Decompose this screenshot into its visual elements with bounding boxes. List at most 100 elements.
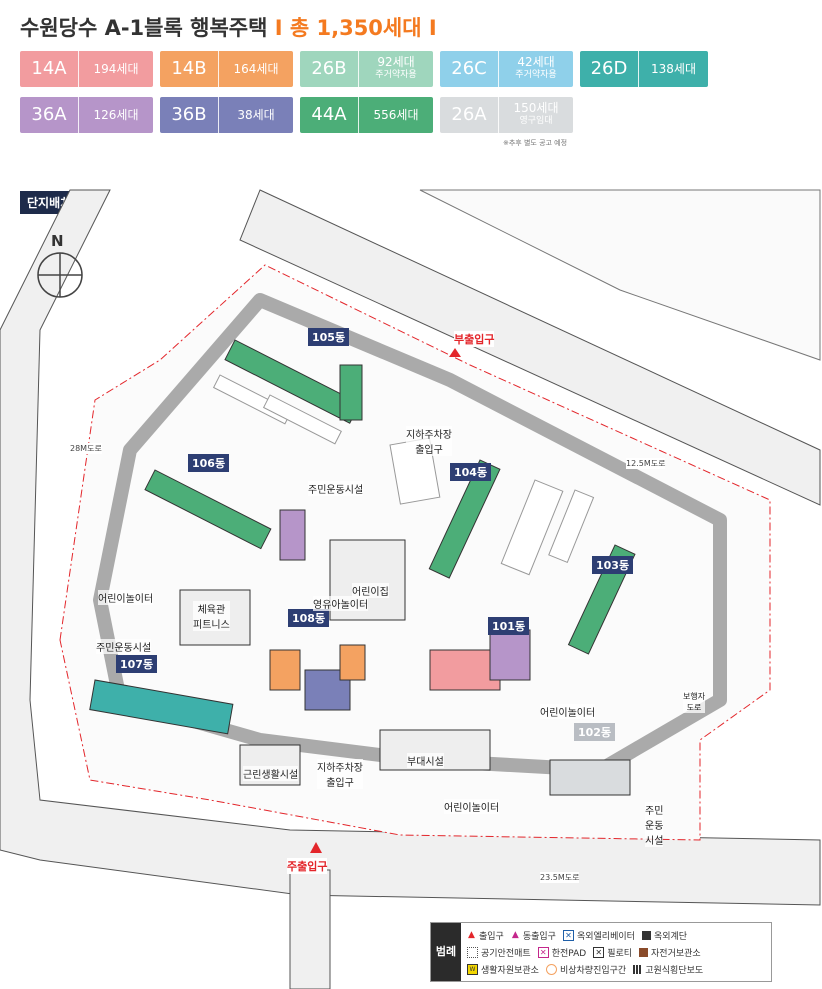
kids-play-label-1: 어린이놀이터	[98, 590, 154, 605]
main-entrance-label: 주출입구	[287, 858, 328, 874]
building-101-label: 101동	[488, 617, 530, 635]
unit-chip-26d: 26D 138세대	[580, 51, 708, 87]
legend-item-entrance: ▲ 출입구	[467, 929, 504, 943]
building-108-label: 108동	[288, 609, 330, 627]
kepco-pad-icon: ✕	[537, 947, 549, 958]
fitness-label: 체육관 피트니스	[193, 601, 230, 631]
title-separator-end: I	[428, 16, 437, 40]
legend-label: 출입구	[479, 932, 504, 942]
unit-type: 26B	[300, 51, 359, 87]
title-main: 수원당수 A-1블록 행복주택	[20, 16, 268, 40]
unit-count: 138세대	[651, 61, 696, 76]
unit-type: 36A	[20, 97, 79, 133]
unit-count: 556세대	[373, 107, 419, 122]
title-separator: I	[274, 16, 283, 40]
unit-chip-14a: 14A 194세대	[20, 51, 153, 87]
legend-title: 범례	[431, 923, 461, 981]
daycare-label: 어린이집	[352, 583, 389, 598]
unit-count-value: 150세대	[513, 101, 559, 115]
unit-type: 14A	[20, 51, 79, 87]
legend-item-piloti: ✕필로티	[593, 946, 632, 959]
footnote: ※추후 별도 공고 예정	[503, 139, 568, 147]
crosswalk-icon	[633, 965, 643, 974]
resident-facility-label-1: 주민운동시설	[308, 481, 364, 496]
title-total: 총 1,350세대	[289, 16, 422, 40]
legend-label: 생활자원보관소	[481, 966, 539, 976]
building-blocks	[89, 339, 636, 796]
road-label-right: 12.5M도로	[626, 458, 666, 469]
legend-label: 자전거보관소	[651, 949, 701, 959]
unit-type: 36B	[160, 97, 219, 133]
legend-label: 공기안전매트	[481, 949, 531, 959]
unit-chip-36b: 36B 38세대	[160, 97, 293, 133]
unit-sub: 주거약자용	[515, 70, 557, 80]
sub-entrance-marker	[449, 348, 461, 357]
compass-label: N	[51, 232, 64, 250]
piloti-icon: ✕	[593, 947, 605, 958]
legend-label: 필로티	[607, 949, 633, 959]
legend-label: 고원식횡단보도	[645, 966, 704, 976]
unit-chip-14b: 14B 164세대	[160, 51, 293, 87]
green-living-label: 근린생활시설	[243, 766, 299, 781]
unit-sub: 영구임대	[519, 116, 553, 126]
ne-lots	[419, 189, 821, 361]
unit-count: 38세대	[237, 107, 275, 122]
unit-count: 164세대	[233, 61, 279, 76]
unit-type: 14B	[160, 51, 219, 87]
legend-label: 동출입구	[522, 932, 556, 942]
building-106-label: 106동	[188, 454, 230, 472]
main-entrance-marker	[310, 842, 322, 853]
outdoor-elevator-icon: ✕	[562, 930, 574, 941]
unit-count: 126세대	[93, 107, 139, 122]
site-boundary	[59, 264, 771, 841]
building-107-label: 107동	[116, 655, 158, 673]
page-title: 수원당수 A-1블록 행복주택 I 총 1,350세대 I	[20, 12, 437, 42]
legend-row-2: 공기안전매트 ✕한전PAD ✕필로티 자전거보관소	[467, 946, 701, 959]
bicycle-storage-icon	[639, 948, 649, 957]
outdoor-stair-icon	[641, 931, 651, 940]
annex-label: 부대시설	[407, 753, 444, 768]
waste-storage-icon: W	[467, 964, 478, 975]
road-label-bottom: 23.5M도로	[540, 872, 580, 883]
unit-sub: 주거약자용	[375, 70, 417, 80]
legend-item-emergency: 비상차량진입구간	[545, 963, 627, 976]
resident-facility-label-3: 주민 운동 시설	[645, 802, 664, 847]
building-103-label: 103동	[592, 556, 634, 574]
north-road	[239, 189, 821, 506]
unit-type: 26A	[440, 97, 499, 133]
unit-count: 194세대	[93, 61, 139, 76]
magenta-triangle-icon: ▲	[511, 930, 519, 940]
building-105-label: 105동	[308, 328, 350, 346]
unit-type: 26C	[440, 51, 499, 87]
legend-label: 옥외엘리베이터	[576, 932, 635, 942]
legend-label: 비상차량진입구간	[559, 966, 627, 976]
parking-entry-label-2: 지하주차장 출입구	[317, 759, 363, 789]
legend-item-building-entrance: ▲동출입구	[511, 929, 556, 943]
legend-item-safety-mat: 공기안전매트	[467, 946, 531, 959]
emergency-entry-icon	[545, 964, 557, 975]
kids-play-label-2: 어린이놀이터	[540, 704, 596, 719]
unit-chip-44a: 44A 556세대	[300, 97, 433, 133]
legend-label: 옥외계단	[653, 932, 688, 942]
outer-road	[0, 189, 821, 906]
safety-mat-icon	[467, 947, 478, 958]
red-triangle-icon: ▲	[468, 930, 475, 940]
legend-row-1: ▲출입구 ▲동출입구 ✕옥외엘리베이터 옥외계단	[467, 929, 687, 942]
building-104-label: 104동	[450, 463, 492, 481]
unit-chip-36a: 36A 126세대	[20, 97, 153, 133]
legend-label: 한전PAD	[551, 949, 587, 959]
unit-count-value: 42세대	[517, 55, 555, 69]
building-102-label: 102동	[574, 723, 616, 741]
legend-item-bicycle: 자전거보관소	[639, 946, 701, 959]
kids-play-label-3: 어린이놀이터	[444, 799, 500, 814]
legend-item-crosswalk: 고원식횡단보도	[633, 963, 703, 976]
